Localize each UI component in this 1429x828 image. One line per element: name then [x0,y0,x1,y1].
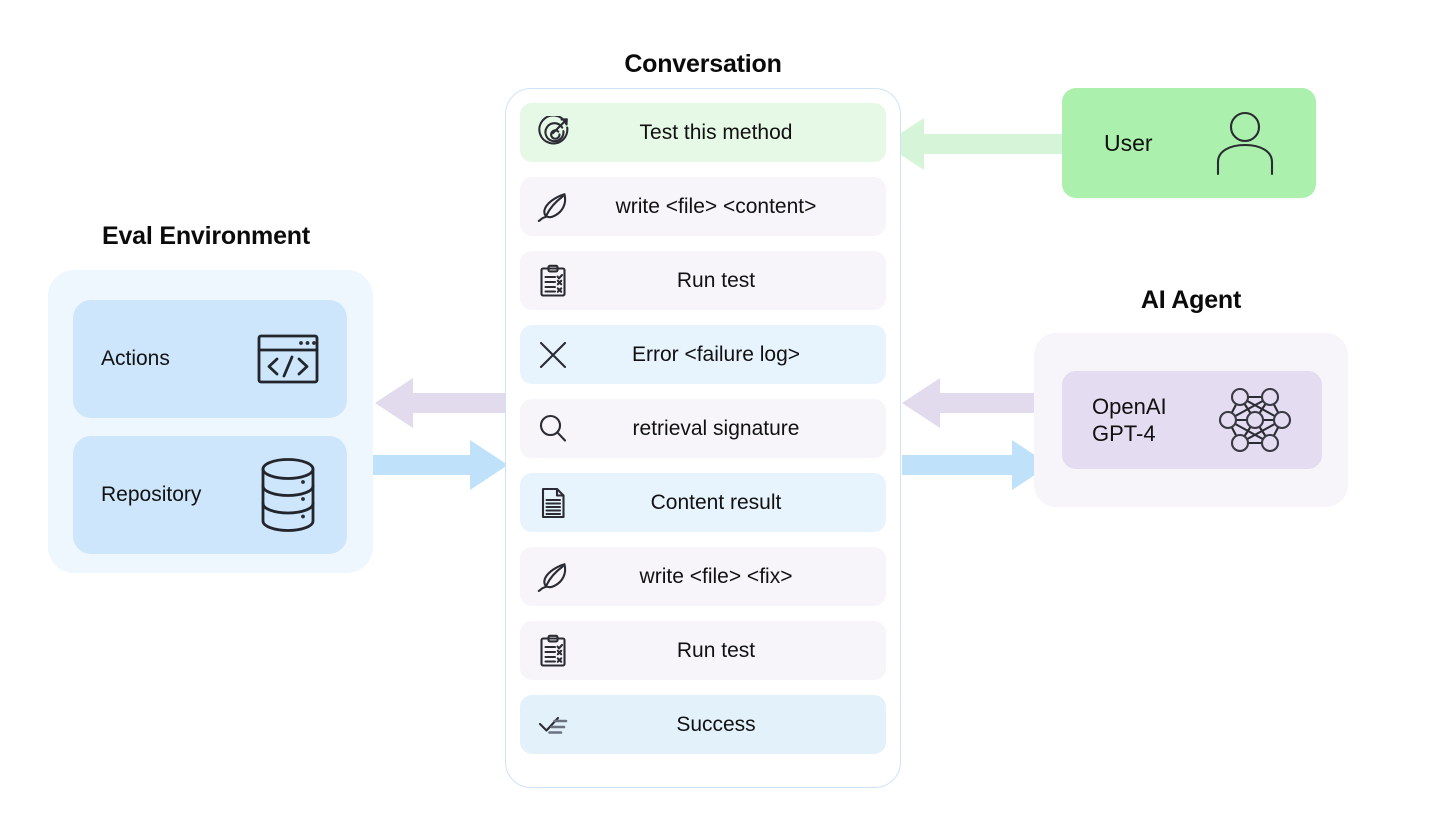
conversation-panel: Test this method write <file> <content> [505,88,901,788]
x-icon [534,336,572,374]
eval-card-actions-label: Actions [101,347,170,370]
conversation-message[interactable]: Success [520,695,886,754]
conversation-message-label: Success [676,712,756,736]
neural-network-icon [1218,384,1292,456]
conversation-message[interactable]: Test this method [520,103,886,162]
conversation-message-label: Test this method [639,120,793,144]
quill-icon [534,188,572,226]
conversation-message[interactable]: write <file> <fix> [520,547,886,606]
eval-card-repository[interactable]: Repository [73,436,347,554]
document-icon [534,484,572,522]
clipboard-icon [534,632,572,670]
user-label: User [1104,129,1153,156]
conversation-message[interactable]: write <file> <content> [520,177,886,236]
conversation-message[interactable]: Run test [520,251,886,310]
conversation-title: Conversation [624,50,782,78]
conversation-message-label: write <file> <content> [615,194,817,218]
ai-agent-model-card[interactable]: OpenAI GPT-4 [1062,371,1322,469]
ai-agent-model-label: OpenAI GPT-4 [1092,393,1167,446]
conversation-message[interactable]: Error <failure log> [520,325,886,384]
eval-environment-panel: Actions Repository [48,270,373,573]
eval-card-actions[interactable]: Actions [73,300,347,418]
arrow-conversation-to-eval [375,378,508,428]
conversation-message[interactable]: Content result [520,473,886,532]
conversation-message-label: write <file> <fix> [639,564,793,588]
clipboard-icon [534,262,572,300]
database-icon [257,457,319,533]
code-window-icon [257,334,319,384]
user-box[interactable]: User [1062,88,1316,198]
task-done-icon [534,706,572,744]
person-icon [1214,110,1276,176]
arrow-agent-to-conversation [902,378,1050,428]
eval-card-repository-label: Repository [101,483,202,506]
ai-agent-title: AI Agent [1140,286,1242,314]
ai-agent-panel: OpenAI GPT-4 [1034,333,1348,507]
arrow-conversation-to-agent [902,440,1050,490]
eval-environment-title: Eval Environment [102,222,310,250]
target-icon [534,114,572,152]
arrow-user-to-conversation [884,118,1070,170]
conversation-message-label: retrieval signature [632,416,800,440]
conversation-message-label: Run test [676,268,756,292]
arrow-eval-to-conversation [368,440,508,490]
quill-icon [534,558,572,596]
search-icon [534,410,572,448]
conversation-message[interactable]: Run test [520,621,886,680]
conversation-message-label: Content result [650,490,782,514]
conversation-message-label: Error <failure log> [631,342,801,366]
conversation-message[interactable]: retrieval signature [520,399,886,458]
conversation-message-label: Run test [676,638,756,662]
